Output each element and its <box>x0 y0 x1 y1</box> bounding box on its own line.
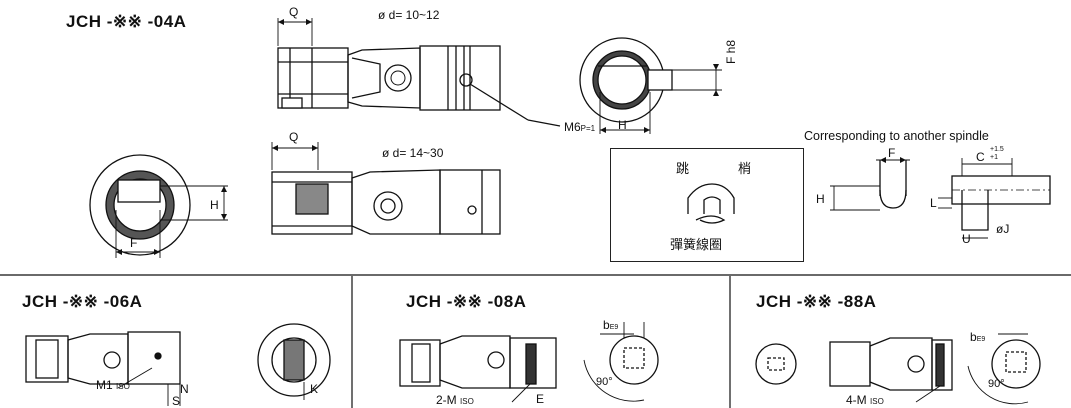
dim-h-large: H <box>210 198 219 212</box>
spindle-c-tol-lower: +1 <box>990 154 998 161</box>
spindle-c-tol-upper: +1.5 <box>990 146 1004 153</box>
angle-88a: 90° <box>988 378 1005 390</box>
coupling-04a-large-side-view <box>271 142 501 235</box>
key-b-88a: b <box>970 330 977 344</box>
screw-m6: M6 <box>564 120 581 134</box>
spindle-dim-j: øJ <box>996 222 1010 236</box>
model-08a-title: JCH -※※ -08A <box>406 292 527 311</box>
spindle-drawing-c <box>938 158 1051 239</box>
model-06a-title: JCH -※※ -06A <box>22 292 143 311</box>
screw-4m-std: ISO <box>870 397 884 406</box>
screw-4m-label: 4-M ISO <box>846 393 884 407</box>
key-b-88a-label: bE9 <box>970 330 985 344</box>
pin-box <box>610 148 804 262</box>
screw-4m: 4-M <box>846 393 867 407</box>
dim-e: E <box>536 392 545 406</box>
dim-s: S <box>172 394 181 408</box>
coupling-04a-end-view <box>579 37 722 134</box>
bore-range-small: ø d= 10~12 <box>378 8 440 22</box>
screw-m1-std: ISO <box>116 382 130 391</box>
screw-2m-std: ISO <box>460 397 474 406</box>
screw-m6-label: M6P=1 <box>564 120 595 134</box>
bore-range-large: ø d= 14~30 <box>382 146 444 160</box>
screw-pitch: P=1 <box>580 124 596 133</box>
dim-n: N <box>180 382 189 396</box>
dim-f-tol: F h8 <box>724 39 738 64</box>
dim-h-end-view: H <box>618 118 627 132</box>
coupling-06a-drawing <box>25 323 331 406</box>
spindle-caption: Corresponding to another spindle <box>804 129 989 143</box>
spindle-dim-h: H <box>816 192 825 206</box>
screw-2m: 2-M <box>436 393 457 407</box>
pin-title-left: 跳 <box>676 162 690 177</box>
coupling-04a-large-end-view <box>89 154 228 258</box>
screw-2m-label: 2-M ISO <box>436 393 474 407</box>
key-tol-08a: E9 <box>609 324 619 331</box>
spindle-dim-u: U <box>962 232 971 246</box>
spindle-dim-f: F <box>888 146 896 160</box>
key-b-08a: b <box>603 318 610 332</box>
angle-08a: 90° <box>596 376 613 388</box>
pin-title-right: 梢 <box>738 162 752 177</box>
spindle-drawing-f <box>830 157 910 211</box>
pin-caption: 彈簧線圈 <box>670 238 723 253</box>
model-04a-title: JCH -※※ -04A <box>66 12 187 31</box>
spindle-dim-c: C <box>976 150 985 164</box>
screw-m1: M1 <box>96 378 113 392</box>
coupling-04a-side-view <box>277 18 561 127</box>
pin-spring-illustration <box>687 183 735 224</box>
dim-k: K <box>310 382 319 396</box>
spindle-dim-l: L <box>930 196 937 210</box>
key-b-08a-label: bE9 <box>603 318 618 332</box>
dim-q-04a-large: Q <box>289 130 299 144</box>
model-88a-title: JCH -※※ -88A <box>756 292 877 311</box>
key-tol-88a: E9 <box>976 336 986 343</box>
dim-q-04a: Q <box>289 5 299 19</box>
spindle-c-tol: +1.5 +1 <box>990 146 1004 162</box>
coupling-88a-drawing <box>755 333 1041 405</box>
coupling-08a-drawing <box>399 322 659 403</box>
dim-f-large: F <box>130 236 138 250</box>
screw-m1-label: M1 ISO <box>96 378 130 392</box>
